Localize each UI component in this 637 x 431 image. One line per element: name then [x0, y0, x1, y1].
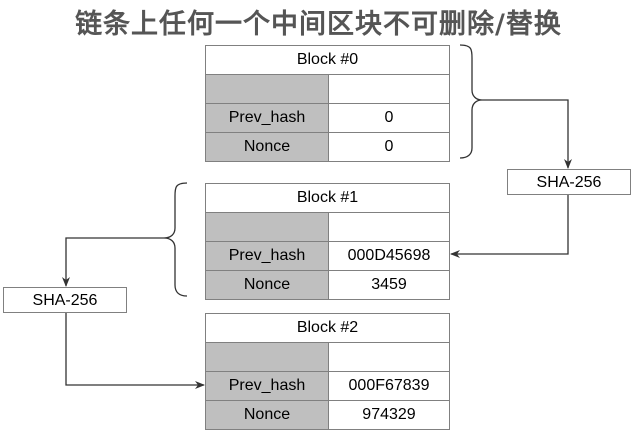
- row-value: [329, 213, 449, 241]
- row-label: Nonce: [206, 401, 329, 429]
- row-label: Prev_hash: [206, 372, 329, 400]
- row-value: 000F67839: [348, 377, 430, 394]
- sha256-box-right: SHA-256: [507, 169, 631, 195]
- block-header: Block #0: [206, 46, 449, 75]
- row-label: [206, 213, 329, 241]
- page-title: 链条上任何一个中间区块不可删除/替换: [75, 9, 562, 40]
- row-value: 0: [384, 138, 394, 155]
- block-row-nonce: Nonce 974329: [206, 401, 449, 429]
- row-label: Prev_hash: [206, 242, 329, 270]
- row-label: Nonce: [206, 133, 329, 161]
- arrow-to-sha-left: [62, 237, 164, 287]
- block-row-prev-hash: Prev_hash 000D45698: [206, 242, 449, 271]
- row-label: Prev_hash: [206, 104, 329, 132]
- row-value: 974329: [362, 406, 416, 423]
- sha256-box-left: SHA-256: [3, 287, 127, 313]
- arrow-to-sha-right: [482, 99, 572, 169]
- brace-left-block-1: [163, 182, 188, 297]
- block-row-data: [206, 343, 449, 372]
- arrow-sha-left-to-block-2: [65, 313, 205, 389]
- block-row-data: [206, 75, 449, 104]
- row-value: 0: [384, 109, 394, 126]
- block-row-nonce: Nonce 3459: [206, 271, 449, 299]
- block-row-prev-hash: Prev_hash 000F67839: [206, 372, 449, 401]
- block-header: Block #2: [206, 314, 449, 343]
- block-header: Block #1: [206, 184, 449, 213]
- block-0: Block #0 Prev_hash 0 Nonce 0: [205, 45, 450, 162]
- row-value: 3459: [371, 276, 407, 293]
- row-label: Nonce: [206, 271, 329, 299]
- row-label: [206, 75, 329, 103]
- row-value: [329, 75, 449, 103]
- row-value: [329, 343, 449, 371]
- block-row-prev-hash: Prev_hash 0: [206, 104, 449, 133]
- block-row-nonce: Nonce 0: [206, 133, 449, 161]
- brace-right-block-0: [459, 44, 483, 159]
- block-row-data: [206, 213, 449, 242]
- row-label: [206, 343, 329, 371]
- block-2: Block #2 Prev_hash 000F67839 Nonce 97432…: [205, 313, 450, 430]
- row-value: 000D45698: [347, 247, 431, 264]
- block-1: Block #1 Prev_hash 000D45698 Nonce 3459: [205, 183, 450, 300]
- arrow-sha-right-to-block-1: [450, 195, 569, 258]
